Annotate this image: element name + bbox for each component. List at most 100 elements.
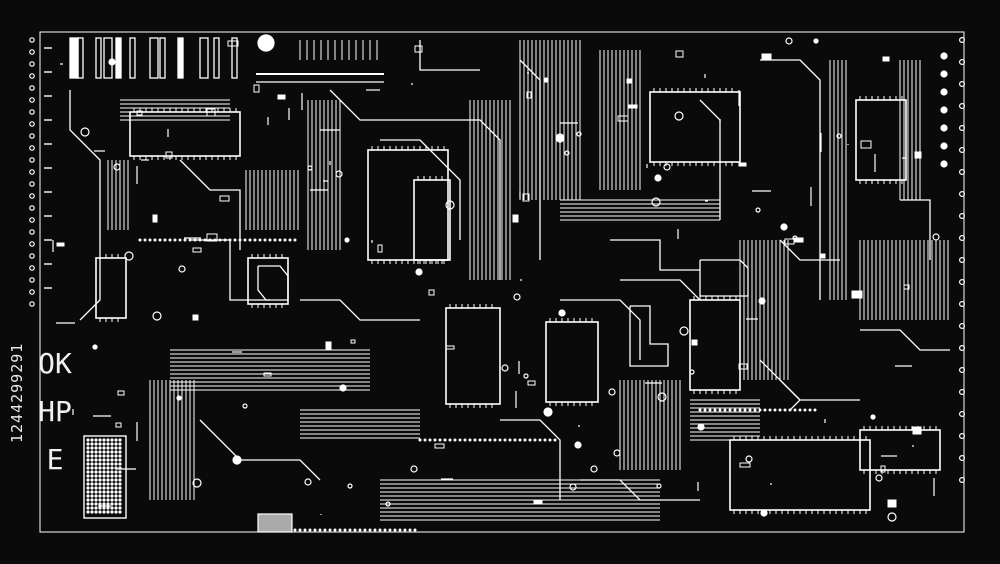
via <box>152 311 162 321</box>
pad-dot <box>458 438 462 442</box>
smd-part <box>227 40 239 47</box>
ic-chip <box>413 179 451 261</box>
pad-shape <box>257 265 289 301</box>
solder-dot <box>118 494 122 498</box>
pad-dot <box>208 238 212 242</box>
solder-dot <box>114 506 118 510</box>
smd-part <box>522 193 530 202</box>
smd-part <box>882 56 890 62</box>
solder-dot <box>86 494 90 498</box>
glyph-hp: HP <box>38 395 72 428</box>
ic-chip <box>855 99 907 181</box>
solder-dot <box>98 510 102 514</box>
edge-pad <box>29 73 35 79</box>
pad-shape <box>699 259 749 297</box>
solder-dot <box>86 478 90 482</box>
solder-dot <box>98 458 102 462</box>
solder-dot <box>90 486 94 490</box>
solder-dot <box>102 458 106 462</box>
solder-dot <box>114 454 118 458</box>
smd-part <box>414 45 423 53</box>
edge-pad <box>958 213 965 220</box>
pad-dot <box>798 408 802 412</box>
solder-dot <box>94 454 98 458</box>
solder-dot <box>114 458 118 462</box>
edge-pad <box>958 455 965 462</box>
trace-path <box>69 90 101 321</box>
pad-dot <box>758 408 762 412</box>
solder-dot <box>110 446 114 450</box>
via <box>176 395 182 401</box>
solder-dot <box>114 498 118 502</box>
pad-dot <box>478 438 482 442</box>
ic-chip <box>729 439 871 511</box>
via <box>192 478 202 488</box>
connector-pin <box>199 37 209 79</box>
via <box>758 297 766 305</box>
pad-dot <box>413 528 417 532</box>
solder-dot <box>110 450 114 454</box>
ic-chip <box>247 257 289 305</box>
solder-dot <box>110 486 114 490</box>
pad-dot <box>218 238 222 242</box>
edge-pad <box>958 345 965 352</box>
solder-dot <box>114 478 118 482</box>
pad-dot <box>338 528 342 532</box>
pad-dot <box>203 238 207 242</box>
pad-dot <box>813 408 817 412</box>
pad-dot <box>403 528 407 532</box>
pad-dot <box>433 438 437 442</box>
pad-dot <box>363 528 367 532</box>
solder-dot <box>90 446 94 450</box>
solder-dot <box>114 474 118 478</box>
solder-dot <box>118 446 122 450</box>
solder-dot <box>118 510 122 514</box>
solder-dot <box>102 486 106 490</box>
edge-pad <box>29 85 35 91</box>
pad-dot <box>278 238 282 242</box>
solder-dot <box>106 450 110 454</box>
solder-dot <box>110 478 114 482</box>
edge-pad <box>958 367 965 374</box>
via <box>654 174 662 182</box>
edge-pad <box>29 49 35 55</box>
via <box>501 364 509 372</box>
smd-part <box>192 314 199 321</box>
pad-dot <box>483 438 487 442</box>
edge-pad <box>958 257 965 264</box>
via <box>344 237 350 243</box>
pad-dot <box>763 408 767 412</box>
solder-dot <box>90 466 94 470</box>
solder-dot <box>90 498 94 502</box>
via <box>689 369 695 375</box>
solder-dot <box>98 490 102 494</box>
pad-dot <box>393 528 397 532</box>
edge-pad <box>29 253 35 259</box>
ic-chip <box>545 321 599 403</box>
solder-dot <box>90 450 94 454</box>
smd-part <box>617 115 629 122</box>
ic-chip <box>649 91 741 163</box>
solder-dot <box>106 458 110 462</box>
solder-dot <box>110 474 114 478</box>
solder-dot <box>114 494 118 498</box>
smd-part <box>277 94 286 100</box>
solder-dot <box>90 490 94 494</box>
pad-dot <box>248 238 252 242</box>
pad-dot <box>188 238 192 242</box>
via <box>780 223 788 231</box>
smd-part <box>219 195 230 202</box>
solder-dot <box>110 470 114 474</box>
smd-part <box>263 372 272 377</box>
pad-shape <box>629 305 669 367</box>
smd-part <box>784 238 795 245</box>
edge-pad <box>958 102 965 109</box>
solder-dot <box>102 454 106 458</box>
solder-dot <box>86 458 90 462</box>
solder-dot <box>118 506 122 510</box>
via <box>608 388 616 396</box>
pad-dot <box>448 438 452 442</box>
solder-dot <box>90 502 94 506</box>
